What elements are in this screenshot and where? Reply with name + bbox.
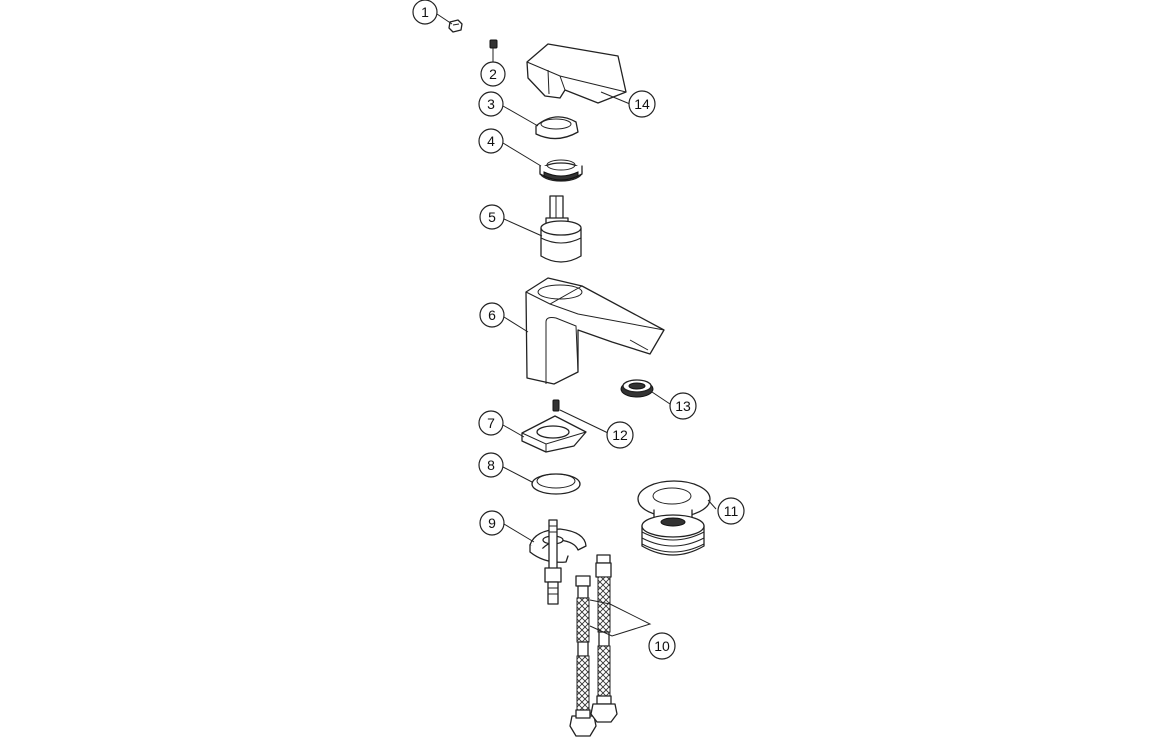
svg-text:10: 10 bbox=[654, 638, 670, 654]
svg-text:13: 13 bbox=[675, 398, 691, 414]
callout-7: 7 bbox=[478, 410, 504, 436]
svg-text:3: 3 bbox=[487, 96, 495, 112]
callout-9: 9 bbox=[479, 510, 505, 536]
part-6-tap-body bbox=[525, 277, 665, 385]
svg-text:8: 8 bbox=[487, 457, 495, 473]
callout-1: 1 bbox=[412, 0, 438, 25]
svg-text:7: 7 bbox=[487, 415, 495, 431]
part-4-locking-ring bbox=[539, 159, 583, 182]
leader-lines bbox=[436, 13, 717, 637]
callout-2: 2 bbox=[480, 61, 506, 87]
svg-text:2: 2 bbox=[489, 66, 497, 82]
svg-text:6: 6 bbox=[488, 307, 496, 323]
part-8-gasket bbox=[531, 473, 581, 495]
svg-text:9: 9 bbox=[488, 515, 496, 531]
callout-13: 13 bbox=[669, 392, 697, 420]
svg-text:14: 14 bbox=[634, 96, 650, 112]
part-5-cartridge bbox=[540, 195, 582, 263]
callout-6: 6 bbox=[479, 302, 505, 328]
svg-text:4: 4 bbox=[487, 133, 495, 149]
part-11-waste-plug bbox=[637, 480, 711, 556]
callout-4: 4 bbox=[478, 128, 504, 154]
svg-text:5: 5 bbox=[488, 209, 496, 225]
callout-12: 12 bbox=[606, 421, 634, 449]
callout-3: 3 bbox=[478, 91, 504, 117]
svg-text:12: 12 bbox=[612, 427, 628, 443]
svg-text:11: 11 bbox=[724, 503, 739, 519]
part-7-base-plate bbox=[521, 415, 587, 453]
part-1-nut bbox=[448, 19, 463, 33]
part-10-flexible-tails bbox=[569, 554, 618, 737]
svg-text:1: 1 bbox=[421, 4, 429, 20]
callout-5: 5 bbox=[479, 204, 505, 230]
callout-10: 10 bbox=[648, 632, 676, 660]
part-12-grub-screw bbox=[552, 399, 560, 412]
callout-8: 8 bbox=[478, 452, 504, 478]
part-2-grub-screw bbox=[489, 39, 498, 49]
part-13-aerator bbox=[620, 379, 654, 398]
callout-14: 14 bbox=[628, 90, 656, 118]
part-14-handle-lever bbox=[526, 43, 627, 104]
part-9-fixing-kit bbox=[529, 519, 587, 605]
callout-11: 11 bbox=[717, 497, 745, 525]
part-3-dome-cover bbox=[535, 116, 579, 140]
